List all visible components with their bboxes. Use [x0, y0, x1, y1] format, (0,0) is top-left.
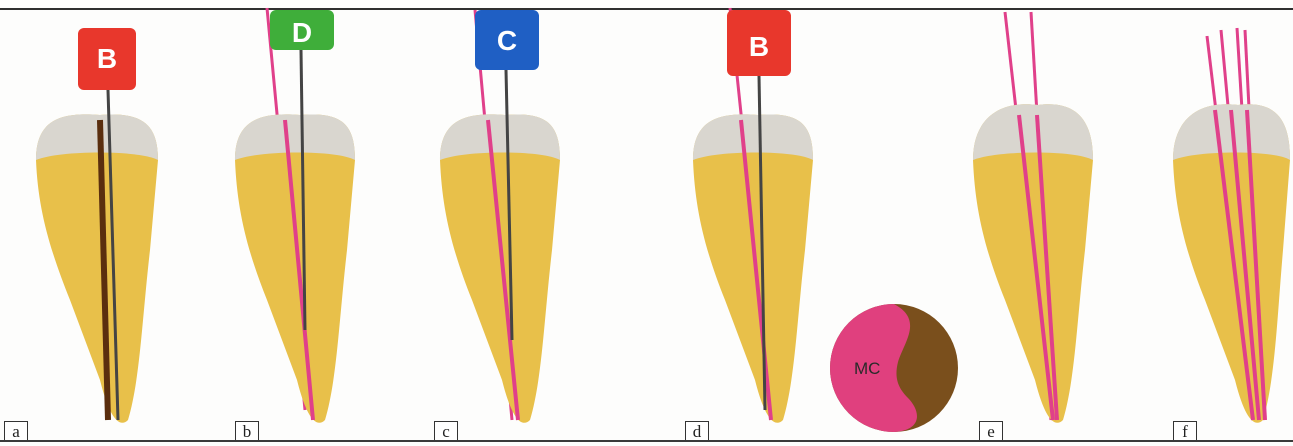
handle-letter: D [292, 17, 312, 48]
panel-b: D b [215, 0, 415, 446]
bottom-border-line [0, 440, 1293, 442]
tooth-root [36, 114, 158, 422]
tooth-illustration [1165, 0, 1293, 446]
tooth-root [440, 114, 560, 422]
panel-label: d [685, 421, 709, 442]
panel-label: f [1173, 421, 1197, 442]
tooth-root [235, 114, 355, 422]
panel-a: B a [0, 0, 200, 446]
panel-f: f [1165, 0, 1293, 446]
panel-label: e [979, 421, 1003, 442]
tooth-illustration: B [0, 0, 200, 446]
tooth-illustration: D [215, 0, 415, 446]
tooth-illustration: C [420, 0, 620, 446]
panel-label: b [235, 421, 259, 442]
cross-section-label: MC [854, 359, 880, 378]
tooth-root [693, 114, 813, 422]
root-cross-section: MC [828, 302, 960, 434]
tooth-crown [973, 104, 1093, 160]
handle-letter: B [97, 43, 117, 74]
panel-c: C c [420, 0, 620, 446]
panel-label: c [434, 421, 458, 442]
panel-label: a [4, 421, 28, 442]
panel-e: e [965, 0, 1165, 446]
tooth-illustration [965, 0, 1165, 446]
handle-letter: B [749, 31, 769, 62]
handle-letter: C [497, 25, 517, 56]
